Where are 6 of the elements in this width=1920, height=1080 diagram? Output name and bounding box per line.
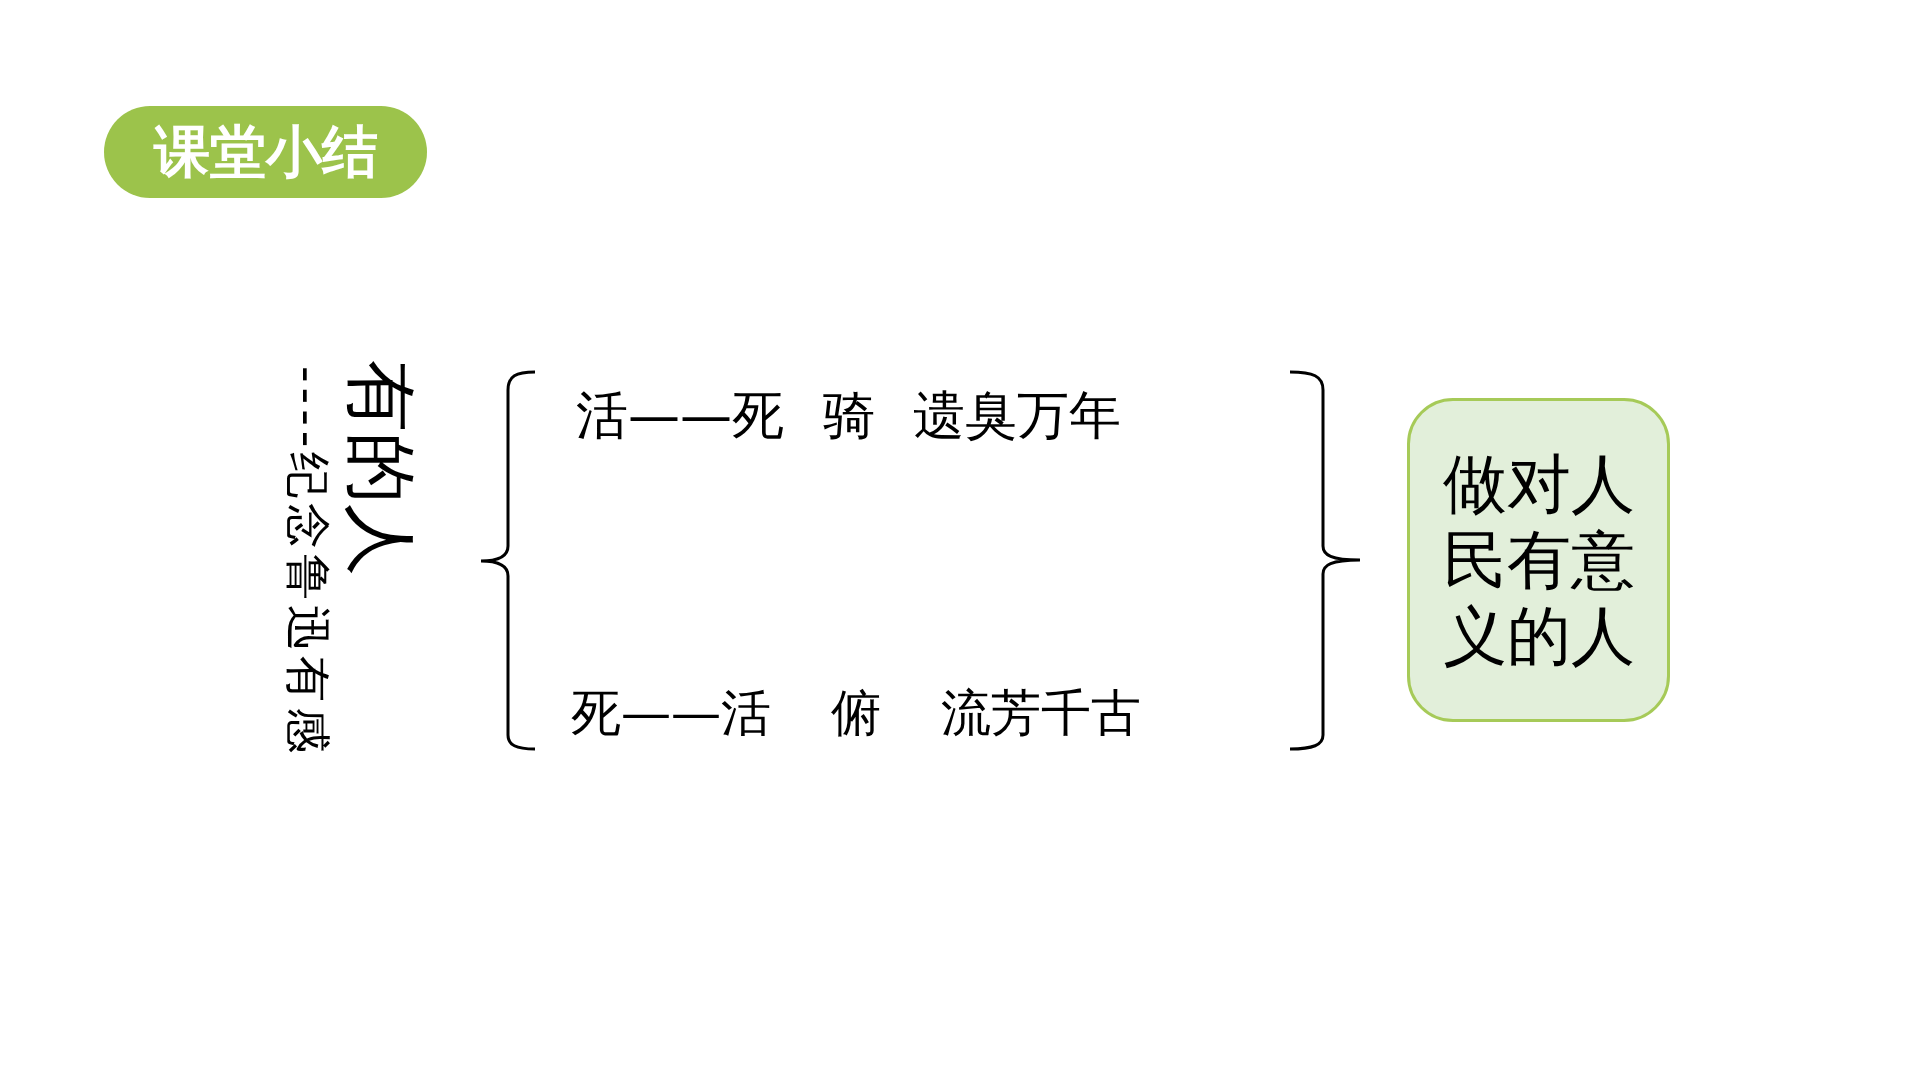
summary-line: 死——活 俯 流芳千古 xyxy=(571,684,1141,742)
summary-box: 做对人民有意义的人 xyxy=(1407,398,1670,722)
summary-line: 活——死 骑 遗臭万年 xyxy=(576,385,1122,445)
section-heading: 课堂小结 xyxy=(104,106,427,198)
poem-title: 有的人 xyxy=(345,360,417,576)
poem-subtitle: ----纪念鲁迅有感 xyxy=(284,366,332,759)
